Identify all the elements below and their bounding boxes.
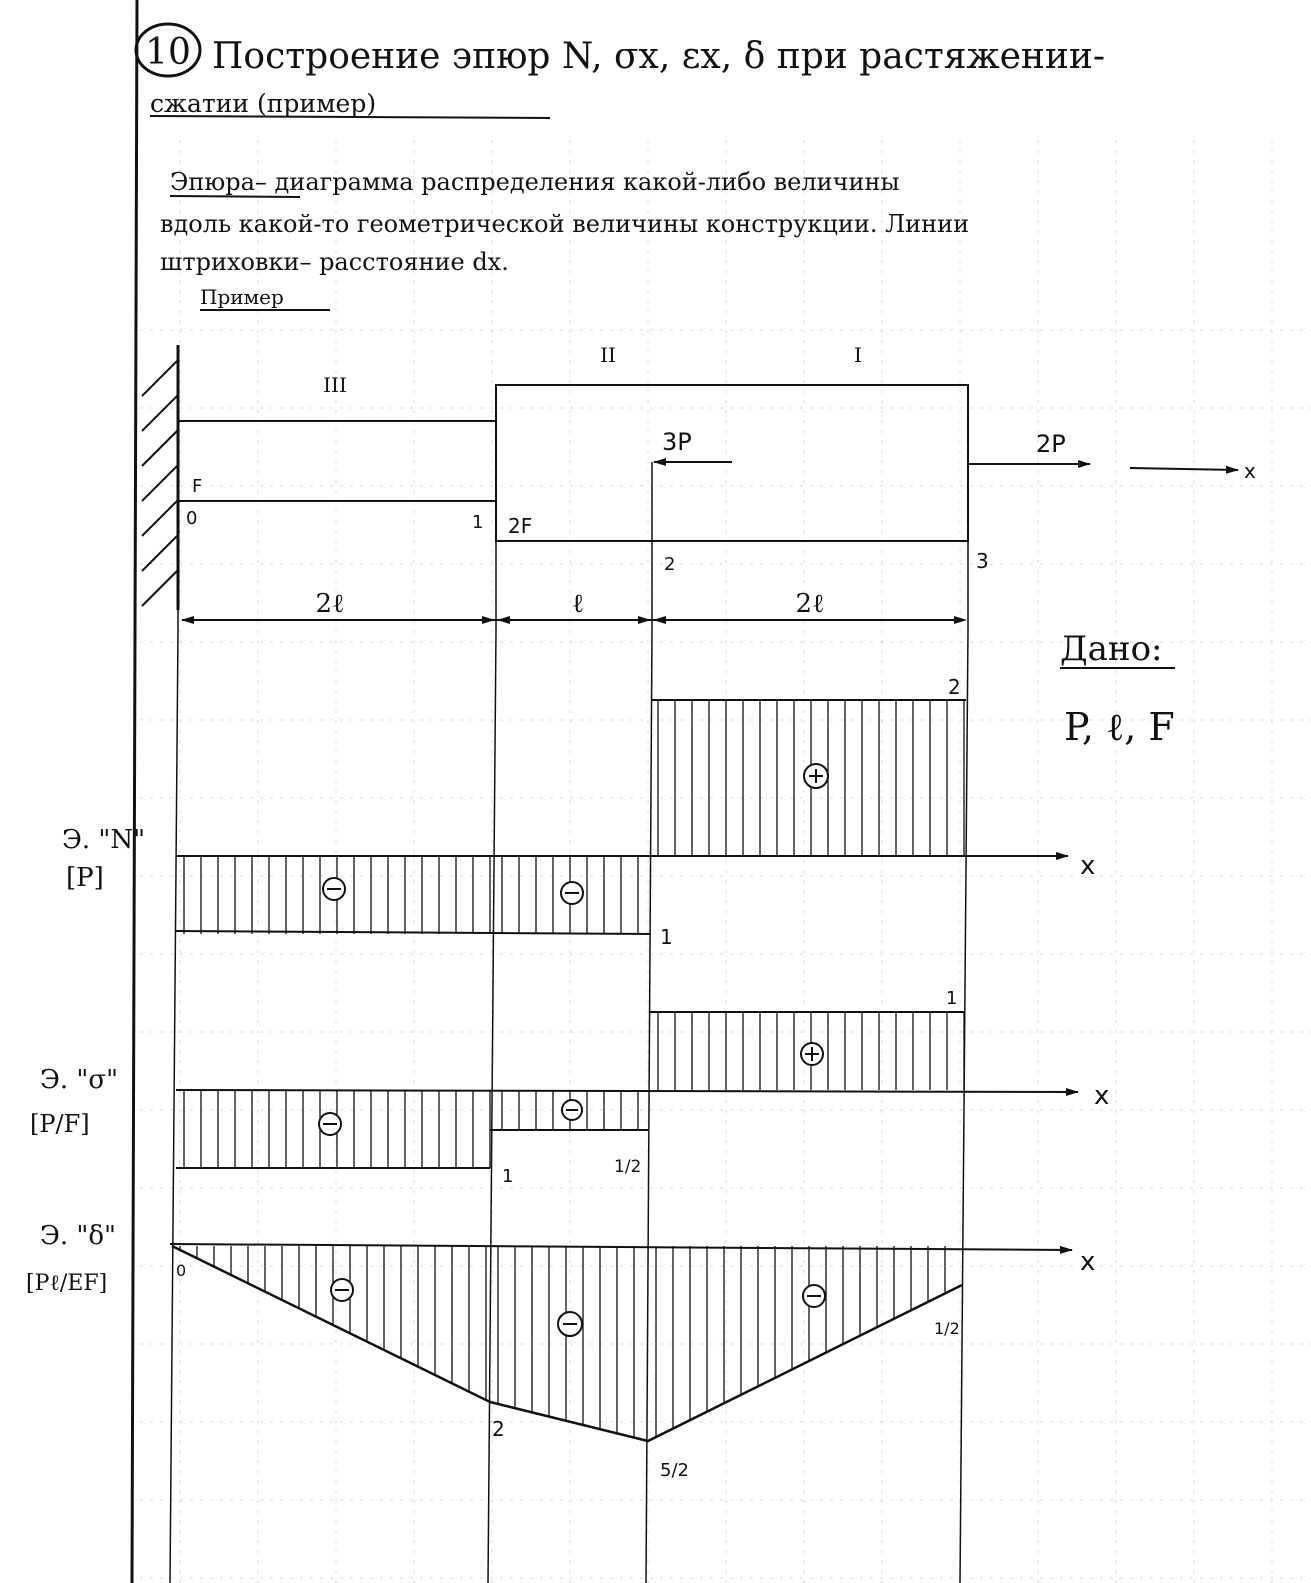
given-block: Дано: P, ℓ, F bbox=[1060, 629, 1175, 749]
diagram-sigma-value-label-2: 1/2 bbox=[614, 1157, 641, 1177]
given-values: P, ℓ, F bbox=[1064, 705, 1175, 749]
section-label-ii: II bbox=[600, 343, 616, 367]
node-label-1: 1 bbox=[472, 512, 483, 533]
length-label-l: ℓ bbox=[572, 589, 584, 619]
diagram-n-sign-3 bbox=[803, 763, 829, 789]
area-label-f: F bbox=[192, 476, 202, 497]
section-number-circle bbox=[134, 22, 202, 78]
diagram-sigma: x 1 1/2 1 Э. "σ" [P/F] bbox=[30, 988, 1109, 1187]
background-grid bbox=[140, 140, 1311, 1583]
bar-section-thin bbox=[177, 420, 497, 502]
diagram-sigma-axis bbox=[175, 1087, 1079, 1096]
diagram-n-value-line-neg bbox=[175, 930, 651, 935]
bar-axis-x bbox=[1129, 465, 1239, 474]
diagram-n-hatching bbox=[183, 700, 965, 934]
diagram-sigma-sign-3 bbox=[800, 1042, 824, 1066]
section-label-iii: III bbox=[323, 373, 347, 397]
definition-line3: штриховки– расстояние dx. bbox=[160, 248, 509, 276]
definition-line2: вдоль какой-то геометрической величины к… bbox=[160, 210, 969, 238]
node-label-2: 2 bbox=[664, 554, 675, 575]
diagram-guide-lines bbox=[169, 629, 969, 1583]
diagram-sigma-units: [P/F] bbox=[30, 1110, 90, 1138]
diagram-delta-units: [Pℓ/EF] bbox=[26, 1271, 107, 1296]
page-title-line2: сжатии (пример) bbox=[150, 89, 376, 118]
example-label: Пример bbox=[200, 285, 284, 309]
node-label-3: 3 bbox=[976, 549, 989, 573]
diagram-n-label: Э. "N" bbox=[62, 825, 145, 855]
bar-schematic: III II I F 2F 0 1 2 3 2ℓ ℓ 2ℓ 3P 2P x bbox=[141, 343, 1256, 630]
page-margin-line bbox=[130, 0, 139, 1583]
diagram-delta-sign-3 bbox=[802, 1284, 826, 1308]
title-underline bbox=[149, 115, 551, 119]
diagram-delta-value-label-2: 5/2 bbox=[660, 1460, 689, 1481]
node-label-0: 0 bbox=[186, 508, 197, 529]
diagram-delta-value-label-1: 2 bbox=[492, 1417, 505, 1441]
force-label-3p: 3P bbox=[662, 428, 692, 456]
diagram-sigma-hatching bbox=[183, 1012, 965, 1168]
diagram-n-value-label-pos: 2 bbox=[948, 675, 961, 699]
diagram-delta-hatching bbox=[179, 1246, 946, 1438]
header: 10 Построение эпюр N, σx, εx, δ при раст… bbox=[134, 22, 1105, 119]
area-label-2f: 2F bbox=[508, 514, 532, 538]
diagram-sigma-axis-label: x bbox=[1094, 1081, 1109, 1111]
section-label-i: I bbox=[854, 343, 862, 367]
definition-line1: Эпюра– диаграмма распределения какой-либ… bbox=[170, 168, 900, 196]
diagram-n-value-label-neg: 1 bbox=[660, 925, 673, 949]
length-label-2l-left: 2ℓ bbox=[316, 589, 345, 619]
definition-block: Эпюра– диаграмма распределения какой-либ… bbox=[160, 168, 969, 311]
diagram-n-axis-label: x bbox=[1080, 851, 1095, 881]
length-label-2l-right: 2ℓ bbox=[796, 589, 825, 619]
force-label-2p: 2P bbox=[1036, 430, 1066, 458]
diagram-delta-axis bbox=[169, 1243, 1073, 1254]
diagram-sigma-sign-2 bbox=[561, 1099, 583, 1121]
diagram-sigma-label: Э. "σ" bbox=[40, 1065, 118, 1095]
diagram-delta-axis-label: x bbox=[1080, 1247, 1095, 1277]
diagram-sigma-sign-1 bbox=[318, 1112, 342, 1136]
diagram-sigma-value-label-1: 1 bbox=[502, 1166, 513, 1187]
bar-axis-label: x bbox=[1244, 459, 1256, 483]
diagram-delta-curve bbox=[171, 1244, 963, 1443]
diagram-delta-value-label-0: 0 bbox=[176, 1261, 186, 1280]
diagram-n-units: [P] bbox=[66, 863, 104, 893]
page-title-line1: Построение эпюр N, σx, εx, δ при растяже… bbox=[212, 36, 1105, 77]
given-title: Дано: bbox=[1060, 629, 1163, 669]
diagram-n: x 1 2 Э. "N" [P] bbox=[62, 675, 1095, 949]
wall-hatching bbox=[141, 359, 179, 607]
diagram-delta-label: Э. "δ" bbox=[40, 1221, 116, 1251]
term-underline bbox=[169, 195, 301, 198]
diagram-sigma-value-label-3: 1 bbox=[946, 988, 957, 1009]
diagram-n-sign-2 bbox=[560, 881, 584, 905]
section-number: 10 bbox=[145, 32, 191, 73]
diagram-delta-value-label-3: 1/2 bbox=[934, 1319, 960, 1338]
diagram-delta-sign-2 bbox=[557, 1311, 583, 1337]
diagram-n-sign-1 bbox=[322, 877, 346, 901]
diagram-delta-sign-1 bbox=[330, 1278, 354, 1302]
diagram-delta: x 0 2 5/2 1/2 Э. "δ" [Pℓ/EF] bbox=[26, 1221, 1095, 1481]
